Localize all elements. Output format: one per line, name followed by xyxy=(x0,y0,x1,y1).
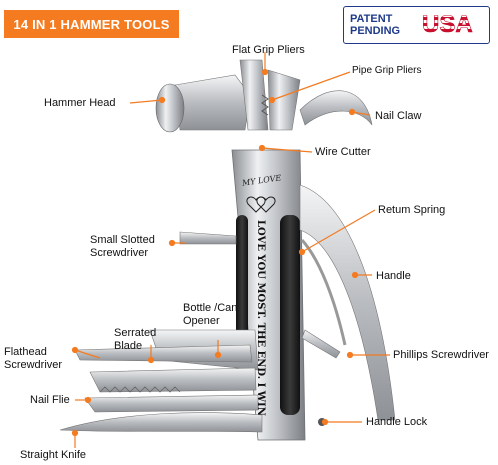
label-handle-lock: Handle Lock xyxy=(366,416,428,428)
label-handle: Handle xyxy=(376,270,411,282)
right-handle xyxy=(299,184,396,421)
label-flathead-screwdriver: Flathead Screwdriver xyxy=(4,346,62,372)
label-phillips-screwdriver: Phillips Screwdriver xyxy=(393,349,489,361)
label-bottle-opener: Bottle /Can Opener xyxy=(183,302,237,328)
label-pipe-grip-pliers: Pipe Grip Pliers xyxy=(352,65,422,76)
label-serrated-blade: Serrated Blade xyxy=(114,327,156,353)
engraving-hearts xyxy=(246,196,276,213)
nail-claw xyxy=(299,90,373,126)
flathead-screwdriver xyxy=(74,344,253,363)
handle-grip xyxy=(280,215,300,415)
label-nail-file: Nail Flie xyxy=(30,394,70,406)
label-serrated-line1: Serrated xyxy=(114,327,157,339)
label-wire-cutter: Wire Cutter xyxy=(315,146,371,158)
pliers-jaw-right xyxy=(267,69,301,131)
patent-line1: PATENT xyxy=(350,13,393,25)
small-slotted-screwdriver xyxy=(179,231,237,245)
label-bottle-line2: Opener xyxy=(183,315,220,327)
return-spring xyxy=(300,238,347,346)
label-flathead-line1: Flathead xyxy=(4,346,47,358)
phillips-screwdriver xyxy=(301,329,341,359)
patent-badge: PATENT PENDING USA xyxy=(343,6,490,44)
label-flathead-line2: Screwdriver xyxy=(4,359,63,371)
hammer-head xyxy=(174,74,251,131)
hammer-face xyxy=(155,83,185,133)
nail-file xyxy=(84,394,259,413)
product-title-banner: 14 IN 1 HAMMER TOOLS xyxy=(4,10,179,38)
serrated-teeth xyxy=(99,386,181,393)
straight-knife xyxy=(59,412,263,433)
label-straight-knife: Straight Knife xyxy=(20,449,87,461)
pliers-teeth xyxy=(261,94,269,116)
label-bottle-line1: Bottle /Can xyxy=(183,302,238,314)
label-serrated-line2: Blade xyxy=(114,340,143,352)
label-hammer-head: Hammer Head xyxy=(44,97,116,109)
engraving-message: LOVE YOU MOST. THE END. I WIN xyxy=(255,220,266,416)
label-small-slotted-line2: Screwdriver xyxy=(90,247,149,259)
patent-usa: USA xyxy=(422,11,473,39)
label-nail-claw: Nail Claw xyxy=(375,110,422,122)
serrated-blade xyxy=(89,367,257,393)
patent-line2: PENDING xyxy=(350,25,401,37)
label-return-spring: Retum Spring xyxy=(378,204,446,216)
label-small-slotted: Small Slotted Screwdriver xyxy=(90,234,155,260)
label-flat-grip-pliers: Flat Grip Pliers xyxy=(232,44,305,56)
label-small-slotted-line1: Small Slotted xyxy=(90,234,155,246)
patent-text: PATENT PENDING xyxy=(344,13,422,37)
pliers-jaw-left xyxy=(239,59,269,131)
